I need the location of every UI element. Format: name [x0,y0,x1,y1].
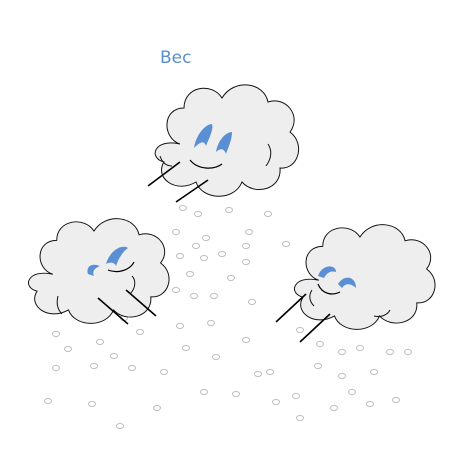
snow-dot [272,398,280,406]
snow-dot [330,404,338,412]
cloud-line [147,161,181,187]
snow-dot [282,240,290,248]
snow-dot [296,414,304,422]
snow-dot [136,328,144,336]
snow-dot [172,286,180,294]
snow-dot [266,368,274,376]
snow-dot [242,242,250,250]
snow-dot [242,336,250,344]
snow-dot [90,362,98,370]
snow-dot [200,388,208,396]
happy-cloud-left [27,218,170,325]
snow-dot [338,348,346,356]
snow-dot [316,340,324,348]
snow-dot [210,292,218,300]
cloud-line [125,289,157,317]
snow-dot [225,206,233,214]
snow-dot [404,348,412,356]
snow-dot [386,348,394,356]
snow-dot [242,258,250,266]
snow-dot [194,210,202,218]
cloud-eye [87,264,100,276]
snow-dot [176,322,184,330]
cloud-line [299,313,331,343]
snow-dot [366,400,374,408]
snow-dot [110,352,118,360]
snow-dot [245,228,253,236]
snow-dot [96,338,104,346]
snow-dot [179,204,187,212]
snow-dot [338,372,346,380]
happy-cloud-right [275,224,436,343]
cloud-eye [216,132,232,154]
snow-dot [254,370,262,378]
snow-dot [116,422,124,430]
cloud-smile [107,261,135,273]
snow-dot [153,404,161,412]
cloud-smile [317,283,341,295]
snow-dot [314,362,322,370]
snow-dot [212,353,220,361]
snow-dot [52,364,60,372]
cloud-line [175,179,209,203]
happy-cloud-top [147,84,300,203]
snow-dots [44,204,412,430]
snow-dot [348,388,356,396]
cloud-line [275,293,307,323]
snow-dot [64,345,72,353]
snow-dot [202,234,210,242]
cloud-icon [27,218,170,324]
snow-dot [264,210,272,218]
snow-dot [200,254,208,262]
cloud-eye [318,266,336,278]
snow-dot [172,228,180,236]
snow-dot [218,250,226,258]
snow-dot [52,330,60,338]
cloud-eye [338,277,356,288]
cloud-icon [293,224,436,330]
snow-dot [370,368,378,376]
cloud-eye [194,124,213,148]
snow-dot [44,397,52,405]
snow-dot [190,292,198,300]
snow-dot [292,392,300,400]
cloud-icon [154,84,300,197]
cloud-eye [106,246,128,266]
snow-dot [227,274,235,282]
page-title: Вес [160,48,192,68]
snow-dot [392,396,400,404]
cloud-smile [189,159,223,169]
snow-dot [248,298,256,306]
snow-dot [232,390,240,398]
snow-dot [160,368,168,376]
snow-dot [186,270,194,278]
snow-dot [88,400,96,408]
snow-dot [207,319,215,327]
snow-dot [128,364,136,372]
snow-dot [296,326,304,334]
cloud-line [97,297,129,325]
snow-dot [176,252,184,260]
snow-dot [182,344,190,352]
snow-dot [192,242,200,250]
snow-dot [356,344,364,352]
